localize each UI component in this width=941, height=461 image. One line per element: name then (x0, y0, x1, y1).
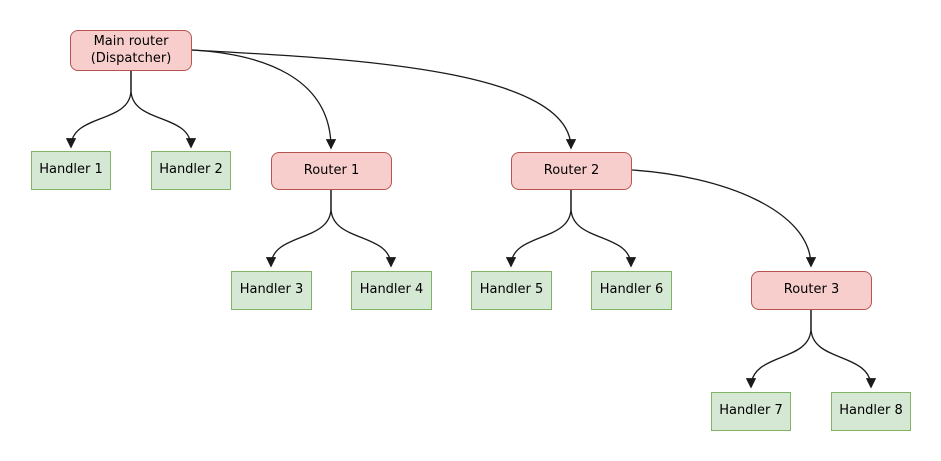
edge-router1-to-handler4 (330, 190, 397, 268)
node-label: Router 2 (543, 162, 600, 178)
node-router3: Router 3 (751, 271, 872, 310)
node-label: Handler 8 (839, 403, 903, 419)
node-handler7: Handler 7 (711, 392, 791, 431)
node-label: Handler 6 (599, 282, 664, 298)
node-label: Handler 5 (479, 282, 544, 298)
edge-router2-to-router3 (631, 169, 817, 268)
node-label: Router 1 (303, 162, 360, 178)
node-router2: Router 2 (511, 152, 632, 190)
edge-main-to-handler2 (130, 71, 197, 149)
node-handler1: Handler 1 (31, 151, 111, 190)
node-handler4: Handler 4 (351, 271, 432, 310)
node-label: Handler 4 (359, 282, 424, 298)
node-main: Main router (Dispatcher) (70, 30, 192, 71)
edge-router2-to-handler6 (570, 190, 637, 268)
edge-router1-to-handler3 (265, 190, 332, 268)
node-label: Handler 1 (39, 162, 103, 178)
node-label: Handler 3 (239, 282, 304, 298)
node-label: Router 3 (783, 282, 840, 298)
edge-main-to-router1 (191, 49, 337, 150)
node-label: Handler 2 (159, 162, 223, 178)
node-handler6: Handler 6 (591, 271, 672, 310)
node-handler2: Handler 2 (151, 151, 231, 190)
edge-router3-to-handler7 (745, 310, 812, 389)
edge-main-to-handler1 (65, 71, 132, 149)
node-handler8: Handler 8 (831, 392, 911, 431)
edge-main-to-router2 (191, 49, 577, 150)
node-label: Handler 7 (719, 403, 783, 419)
node-label: Main router (Dispatcher) (90, 33, 172, 66)
edge-router3-to-handler8 (810, 310, 877, 389)
node-handler5: Handler 5 (471, 271, 552, 310)
node-router1: Router 1 (271, 152, 392, 190)
edge-router2-to-handler5 (505, 190, 572, 268)
node-handler3: Handler 3 (231, 271, 312, 310)
